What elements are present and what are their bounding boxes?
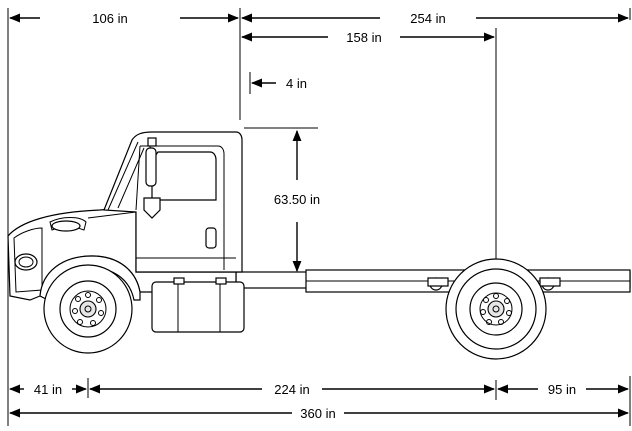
dim-front-overhang: 41 in	[8, 382, 88, 397]
dim-label-224: 224 in	[274, 382, 309, 397]
dim-cab-height: 63.50 in	[274, 129, 320, 273]
dim-label-360: 360 in	[300, 406, 335, 421]
dim-cab-back-to-end: 254 in	[240, 11, 630, 26]
dim-label-95: 95 in	[548, 382, 576, 397]
side-mirror	[143, 137, 161, 219]
dim-cab-clearance: 4 in	[249, 72, 307, 94]
fuel-tank	[151, 277, 245, 333]
cab-and-hood	[7, 131, 243, 301]
dim-label-63-50: 63.50 in	[274, 192, 320, 207]
dim-label-106: 106 in	[92, 11, 127, 26]
front-wheel	[39, 255, 141, 354]
dim-wheelbase: 224 in	[88, 382, 496, 397]
dim-label-254: 254 in	[410, 11, 445, 26]
dim-front-to-cab-back: 106 in	[8, 11, 240, 26]
dim-rear-overhang: 95 in	[496, 382, 630, 397]
dim-label-158: 158 in	[346, 30, 381, 45]
extension-lines	[7, 8, 631, 426]
rear-wheel	[445, 258, 547, 360]
dim-label-41: 41 in	[34, 382, 62, 397]
truck-illustration	[7, 131, 631, 360]
dim-cab-back-to-rear-axle: 158 in	[240, 30, 496, 45]
dim-overall-length: 360 in	[8, 406, 630, 421]
dim-label-4: 4 in	[286, 76, 307, 91]
rear-spring-hangers	[427, 277, 561, 291]
